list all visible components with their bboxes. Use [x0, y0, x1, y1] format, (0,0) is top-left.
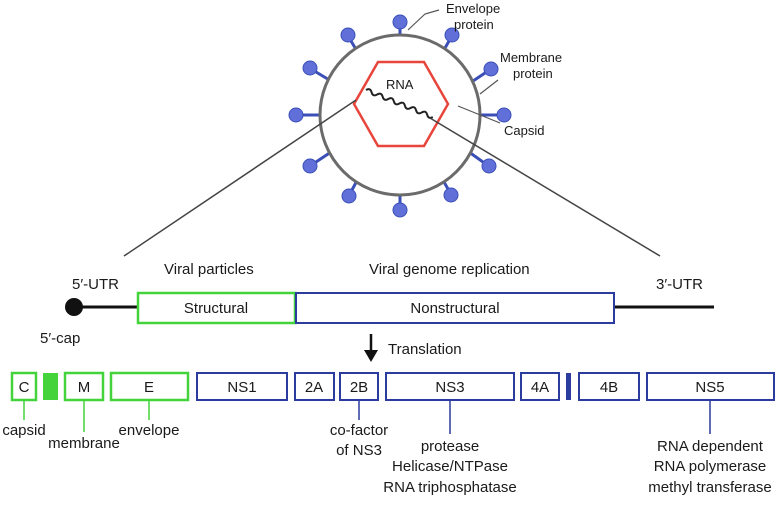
structural-label: Structural [184, 300, 248, 317]
translation-arrow-icon [364, 350, 378, 362]
cap-label: 5′-cap [40, 330, 80, 347]
rna-label: RNA [386, 77, 414, 92]
protein-2k-block [566, 373, 571, 400]
rna-strand-icon [365, 88, 434, 119]
envelope-protein-label-2: protein [454, 17, 494, 32]
nonstructural-region [295, 292, 615, 324]
protein-pr-block [43, 373, 58, 400]
protein-m-label: M [78, 379, 91, 396]
protein-ns5 [646, 372, 775, 401]
annotation-ns3-2: Helicase/NTPase [392, 458, 508, 475]
annotation-cofactor-1: co-factor [330, 422, 388, 439]
protein-4b-label: 4B [600, 379, 618, 396]
protein-row: C M E NS1 2A 2B NS3 4A 4B NS5 [10, 371, 775, 402]
zoom-lines [123, 99, 661, 257]
utr5-label: 5′-UTR [72, 276, 119, 293]
protein-ns5-label: NS5 [695, 379, 724, 396]
protein-2b [339, 372, 379, 401]
annotations: capsid membrane envelope co-factor of NS… [2, 422, 771, 496]
protein-4a-label: 4A [531, 379, 549, 396]
membrane-protein-label-2: protein [513, 66, 553, 81]
protein-2b-label: 2B [350, 379, 368, 396]
protein-c [10, 371, 38, 402]
annotation-ns3-3: RNA triphosphatase [383, 479, 516, 496]
protein-c-label: C [19, 379, 30, 396]
annotation-envelope: envelope [119, 422, 180, 439]
spike-balls [288, 14, 512, 218]
virion-callouts [407, 9, 501, 124]
annotation-capsid: capsid [2, 422, 45, 439]
annotation-membrane: membrane [48, 435, 120, 452]
annotation-ns5-1: RNA dependent [657, 438, 764, 455]
nonstructural-label: Nonstructural [410, 300, 499, 317]
membrane-protein-label-1: Membrane [500, 50, 562, 65]
protein-ns3 [385, 372, 515, 401]
annotation-leaders [23, 400, 711, 434]
protein-2a-label: 2A [305, 379, 323, 396]
annotation-ns5-3: methyl transferase [648, 479, 771, 496]
utr3-label: 3′-UTR [656, 276, 703, 293]
virion: RNA Envelope protein Membrane protein Ca… [123, 1, 661, 257]
cap-icon [65, 298, 83, 316]
structural-region [136, 291, 297, 325]
genome: 5′-UTR 3′-UTR Viral particles Viral geno… [40, 261, 714, 362]
protein-ns1 [196, 372, 288, 401]
capsid-hexagon [352, 60, 450, 148]
translation-label: Translation [388, 341, 462, 358]
protein-ns3-label: NS3 [435, 379, 464, 396]
protein-e-label: E [144, 379, 154, 396]
annotation-cofactor-2: of NS3 [336, 442, 382, 459]
envelope-protein-label-1: Envelope [446, 1, 500, 16]
viral-genome-replication-label: Viral genome replication [369, 261, 530, 278]
protein-4a [520, 372, 560, 401]
annotation-ns5-2: RNA polymerase [654, 458, 767, 475]
protein-4b [578, 372, 640, 401]
annotation-ns3-1: protease [421, 438, 479, 455]
viral-particles-label: Viral particles [164, 261, 254, 278]
protein-ns1-label: NS1 [227, 379, 256, 396]
protein-2a [294, 372, 335, 401]
capsid-label: Capsid [504, 123, 544, 138]
